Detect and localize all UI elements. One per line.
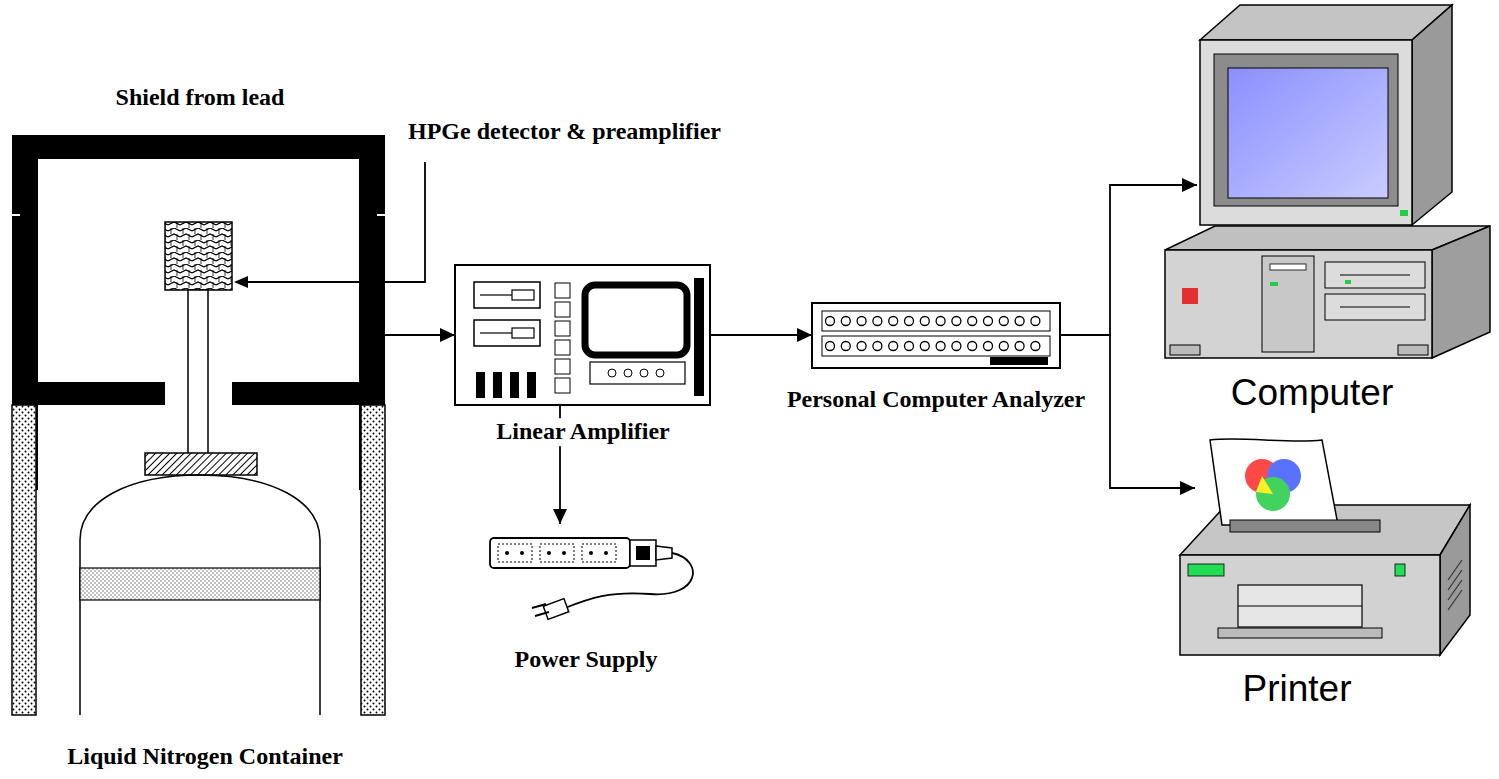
printer-box: Printer	[1180, 440, 1470, 655]
power-supply-box: Power Supply	[490, 530, 685, 625]
node-label: Power Supply	[512, 646, 661, 674]
node-label: Computer	[1228, 372, 1396, 415]
amplifier-box: Linear Amplifier	[455, 265, 710, 405]
lead-shield-box: Shield from lead	[12, 135, 385, 405]
printer-illustration	[1180, 439, 1470, 655]
computer-box: Computer	[1165, 5, 1490, 360]
node-label: Liquid Nitrogen Container	[64, 743, 346, 771]
analyzer-box: Personal Computer Analyzer	[812, 303, 1060, 368]
signal-arrow	[385, 334, 455, 336]
power-strip	[490, 538, 693, 619]
node-label: Personal Computer Analyzer	[784, 386, 1088, 414]
shield-wall	[361, 405, 385, 715]
signal-arrow	[1060, 185, 1197, 335]
node-label: Printer	[1240, 668, 1355, 711]
leader-line	[234, 162, 425, 288]
lead-shield	[12, 135, 385, 490]
dewar-box: Liquid Nitrogen Container	[80, 475, 320, 715]
analyzer-unit	[812, 303, 1060, 368]
signal-arrow	[710, 334, 812, 336]
amplifier-unit	[455, 265, 710, 405]
node-label: Shield from lead	[113, 84, 288, 112]
hpge-detector	[145, 222, 257, 475]
part-label: HPGe detector & preamplifier	[405, 118, 724, 146]
node-label: Linear Amplifier	[493, 418, 673, 446]
computer-illustration	[1165, 5, 1490, 358]
nitrogen-dewar	[80, 475, 320, 715]
shield-wall	[12, 405, 36, 715]
